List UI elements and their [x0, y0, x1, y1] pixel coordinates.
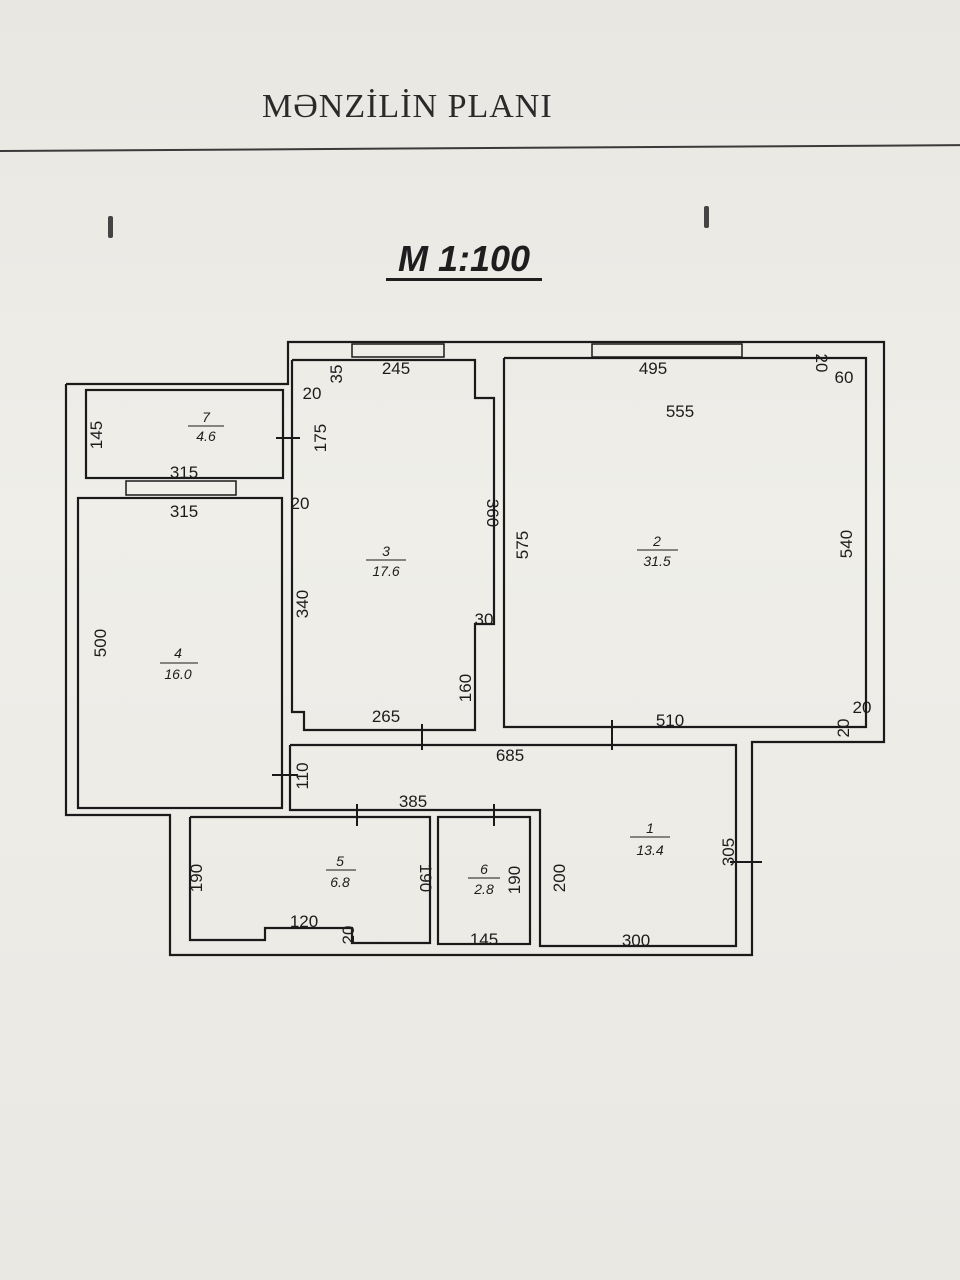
scale-label: M 1:100: [398, 238, 531, 279]
room-4-number: 4: [174, 645, 182, 661]
dim-label: 190: [187, 864, 206, 892]
dim-label: 340: [293, 590, 312, 618]
dim-label: 265: [372, 707, 400, 726]
room-1-outline: [288, 743, 738, 948]
dim-label: 20: [291, 494, 310, 513]
room-6-area: 2.8: [473, 881, 494, 897]
dim-label: 360: [483, 499, 502, 527]
room-6-number: 6: [480, 861, 488, 877]
room-5-number: 5: [336, 853, 344, 869]
dim-label: 120: [290, 912, 318, 931]
plan-walls: [64, 340, 886, 957]
window-room-2: [591, 343, 743, 358]
dim-label: 305: [719, 838, 738, 866]
dim-label: 190: [416, 864, 435, 892]
dim-label: 300: [622, 931, 650, 950]
dim-label: 35: [327, 365, 346, 384]
dim-label: 20: [339, 926, 358, 945]
room-3-outline: [290, 358, 496, 732]
dim-label: 20: [812, 354, 831, 373]
dim-label: 575: [513, 531, 532, 559]
room-1-number: 1: [646, 820, 654, 836]
window-room-4: [125, 480, 237, 496]
room-7-area: 4.6: [196, 428, 216, 444]
room-4-area: 16.0: [164, 666, 191, 682]
room-labels: 7 4.6 4 16.0 3 17.6 2 31.5 1 13.4 5 6.8 …: [160, 409, 678, 897]
dim-label: 20: [834, 719, 853, 738]
room-2-outline: [502, 356, 868, 729]
outer-wall: [64, 340, 886, 957]
windows: [116, 343, 743, 496]
dim-label: 30: [475, 610, 494, 629]
room-7-outline: [84, 388, 285, 480]
room-3-number: 3: [382, 543, 390, 559]
dim-label: 145: [87, 421, 106, 449]
punch-mark-left: [108, 216, 113, 238]
room-5-area: 6.8: [330, 874, 350, 890]
dim-label: 555: [666, 402, 694, 421]
dim-label: 385: [399, 792, 427, 811]
room-7-number: 7: [202, 409, 211, 425]
dim-label: 60: [835, 368, 854, 387]
dim-label: 245: [382, 359, 410, 378]
dim-label: 200: [550, 864, 569, 892]
dim-label: 500: [91, 629, 110, 657]
dim-label: 315: [170, 502, 198, 521]
dim-label: 495: [639, 359, 667, 378]
doors: [272, 437, 762, 863]
window-room-3: [351, 343, 445, 358]
dim-label: 145: [470, 930, 498, 949]
room-4-outline: [76, 496, 284, 810]
dim-label: 540: [837, 530, 856, 558]
room-1-area: 13.4: [636, 842, 663, 858]
dim-label: 160: [456, 674, 475, 702]
room-2-area: 31.5: [643, 553, 670, 569]
page-title: MƏNZİLİN PLANI: [262, 88, 553, 125]
room-6-outline: [436, 815, 532, 946]
room-3-area: 17.6: [372, 563, 399, 579]
scale-underline: [386, 278, 542, 281]
dim-label: 510: [656, 711, 684, 730]
dim-label: 20: [303, 384, 322, 403]
dim-label: 315: [170, 463, 198, 482]
dim-label: 190: [505, 866, 524, 894]
dim-label: 110: [293, 762, 312, 789]
dim-label: 20: [853, 698, 872, 717]
room-2-number: 2: [652, 533, 661, 549]
room-5-outline: [188, 815, 432, 945]
dim-label: 175: [311, 424, 330, 452]
dim-label: 685: [496, 746, 524, 765]
dimension-labels: 145 315 315 500 245 35 20 175 20 360 30 …: [87, 354, 871, 950]
punch-mark-right: [704, 206, 709, 228]
